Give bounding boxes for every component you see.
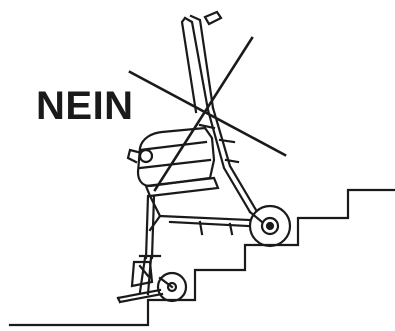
wheelchair-icon (118, 12, 290, 302)
stairs-icon (10, 190, 395, 325)
